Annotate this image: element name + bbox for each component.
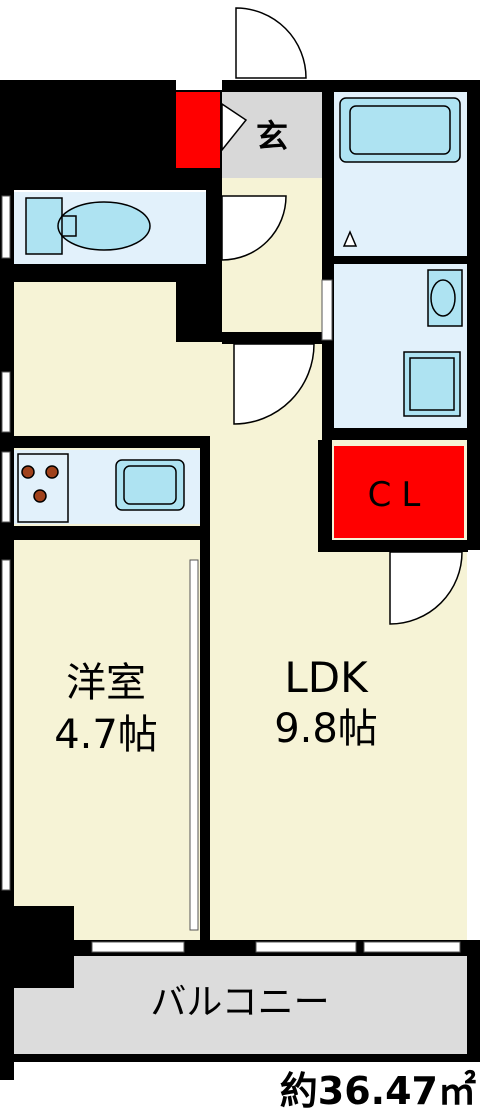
washing-machine-icon (403, 351, 461, 417)
bedroom-size: 4.7帖 (54, 712, 158, 758)
bedroom-name: 洋室 (66, 660, 146, 706)
bathtub-icon (339, 97, 461, 163)
entrance-storage (176, 92, 220, 168)
washbasin-icon (427, 269, 463, 327)
ldk-name: LDK (284, 653, 369, 702)
toilet-door (221, 195, 287, 261)
drain-icon (342, 230, 358, 247)
balcony-label: バルコニー (150, 982, 329, 1023)
toilet-icon (25, 197, 151, 255)
walls (0, 80, 480, 1080)
ldk-size: 9.8帖 (274, 706, 378, 752)
windows (1, 195, 461, 953)
entrance-floor (222, 92, 322, 178)
shoe-box (221, 102, 248, 153)
sink-icon (115, 459, 185, 511)
closet-box (334, 446, 464, 538)
stove-icon (17, 453, 69, 523)
front-door (235, 7, 307, 79)
entrance-label: 玄 (256, 117, 288, 155)
closet-label: CL (368, 475, 431, 515)
total-area: 約36.47㎡ (280, 1069, 476, 1113)
closet-door (389, 551, 463, 625)
doors (221, 7, 463, 625)
balcony-floor (14, 956, 467, 1054)
bathroom-door (233, 343, 315, 425)
